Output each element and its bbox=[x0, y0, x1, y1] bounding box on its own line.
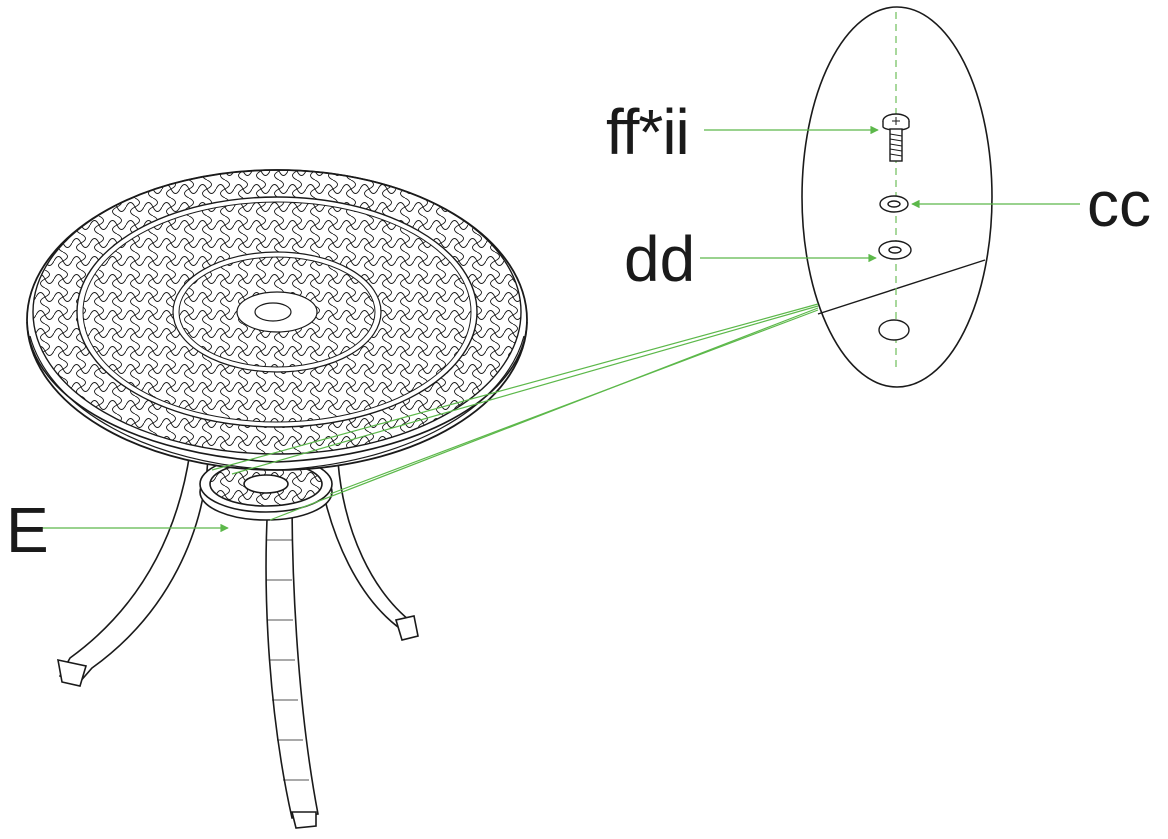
bolt-part bbox=[882, 113, 910, 162]
washer-small-label: cc bbox=[1087, 168, 1151, 240]
leader-lines bbox=[40, 125, 1080, 533]
front-leg bbox=[265, 497, 319, 819]
detail-bubble bbox=[801, 6, 993, 388]
table-legs bbox=[56, 450, 419, 829]
bolt-label: ff*ii bbox=[606, 96, 690, 168]
washer-large-part bbox=[878, 240, 912, 260]
mounting-hole bbox=[878, 319, 910, 341]
washer-large-label: dd bbox=[624, 223, 696, 295]
center-ring-label: E bbox=[6, 494, 49, 566]
washer-small-part bbox=[879, 195, 909, 213]
table-drawing bbox=[26, 169, 528, 829]
left-leg bbox=[58, 450, 209, 685]
table-top bbox=[26, 169, 528, 471]
